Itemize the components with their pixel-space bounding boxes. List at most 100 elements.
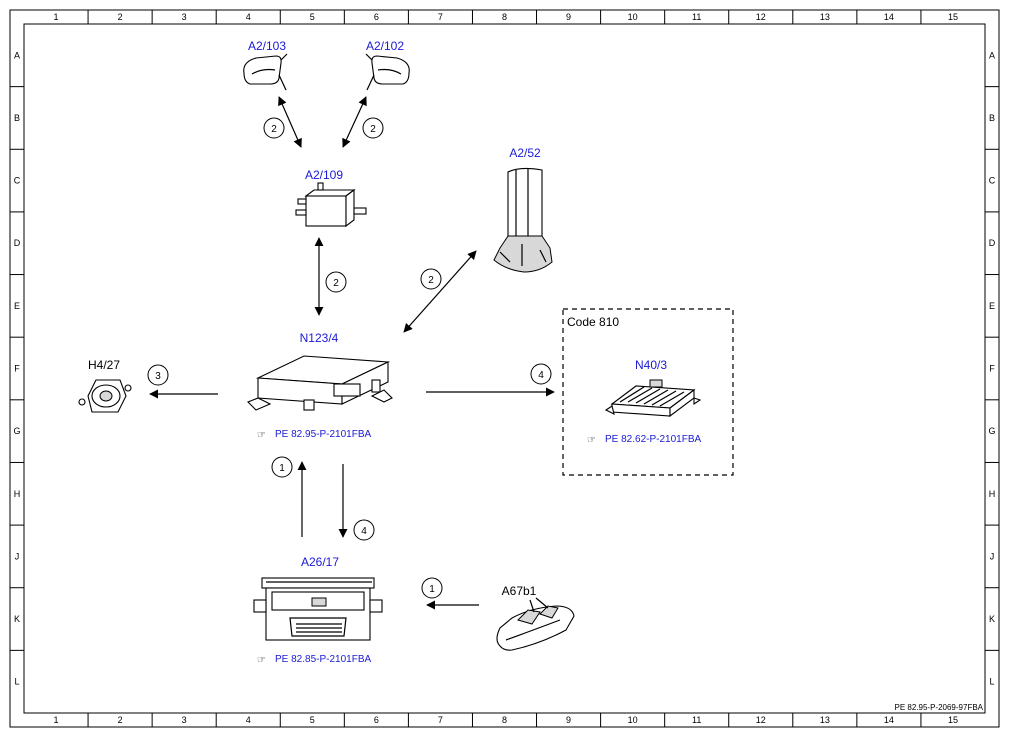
grid-column-label-top: 8 [502,12,507,22]
code-810-box [562,308,734,476]
connection-badge-a26-17-up [271,456,293,478]
grid-row-label-right: J [990,551,995,561]
label-a67b1: A67b1 [502,584,537,598]
grid-row-label-right: E [989,301,995,311]
antenna-amplifier-part [295,182,367,228]
connection-number-a2-52: 2 [428,275,434,286]
grid-row-label-left: A [14,50,20,60]
connection-number-n40-3: 4 [538,370,544,381]
label-a2-109: A2/109 [305,168,343,182]
connector-mirror-right [342,96,367,148]
grid-row-label-right: L [989,677,994,687]
connection-number-h4-27: 3 [155,371,161,382]
mirror-left-part [243,53,288,91]
sound-amplifier-part [604,379,702,418]
connection-number-a26-17-down: 4 [361,526,367,537]
grid-column-label-bottom: 6 [374,715,379,725]
grid-row-label-right: K [989,614,995,624]
grid-column-label-bottom: 1 [54,715,59,725]
connection-number-mirror-right: 2 [370,124,376,135]
grid-row-label-left: L [14,677,19,687]
grid-labels: 1122334455667788991010111112121313141415… [13,12,995,725]
grid-row-label-left: C [14,176,21,186]
grid-row-label-right: A [989,50,995,60]
label-h4-27: H4/27 [88,358,120,372]
reference-hand-icon-a26-17: ☞ [257,655,266,666]
connection-badge-h4-27 [147,364,169,386]
grid-column-label-bottom: 7 [438,715,443,725]
grid-row-label-right: C [989,176,996,186]
grid-column-label-bottom: 4 [246,715,251,725]
connection-badge-a67b1 [421,577,443,599]
grid-column-label-top: 3 [182,12,187,22]
grid-column-label-bottom: 14 [884,715,894,725]
grid-row-label-right: H [989,489,996,499]
grid-column-label-top: 10 [628,12,638,22]
grid-column-label-bottom: 12 [756,715,766,725]
grid-row-label-left: K [14,614,20,624]
reference-n40-3: PE 82.62-P-2101FBA [605,434,701,445]
grid-row-label-left: D [14,238,21,248]
grid-column-label-top: 9 [566,12,571,22]
label-a2-102: A2/102 [366,39,404,53]
label-a2-103: A2/103 [248,39,286,53]
grid-row-label-right: B [989,113,995,123]
grid-column-label-bottom: 3 [182,715,187,725]
grid-column-label-bottom: 11 [692,715,701,725]
reference-hand-icon-n123-4: ☞ [257,430,266,441]
grid-ticks [10,10,999,727]
code-810-label: Code 810 [567,315,619,329]
grid-column-label-top: 1 [54,12,59,22]
grid-row-label-right: D [989,238,996,248]
grid-column-label-top: 11 [692,12,701,22]
grid-row-label-right: G [988,426,995,436]
control-unit-part [247,355,393,411]
connector-mirror-left [278,96,302,148]
connection-badge-mirror-left [263,117,285,139]
grid-column-label-bottom: 2 [118,715,123,725]
grid-row-label-left: G [13,426,20,436]
grid-column-label-top: 4 [246,12,251,22]
connection-badge-a2-52 [420,268,442,290]
emergency-call-unit-part [253,577,383,641]
grid-column-label-bottom: 13 [820,715,830,725]
grid-column-label-top: 15 [948,12,958,22]
grid-row-label-left: F [14,364,20,374]
antenna-part [493,167,553,273]
grid-column-label-bottom: 5 [310,715,315,725]
connection-badge-mirror-right [362,117,384,139]
label-a2-52: A2/52 [509,146,541,160]
grid-row-label-left: H [14,489,21,499]
connector-a2-52 [403,250,477,333]
grid-row-label-left: B [14,113,20,123]
grid-column-label-top: 12 [756,12,766,22]
grid-column-label-bottom: 8 [502,715,507,725]
reference-hand-icon-n40-3: ☞ [587,435,596,446]
speaker-part [78,379,132,413]
document-id: PE 82.95-P-2069-97FBA [895,703,984,712]
grid-column-label-bottom: 15 [948,715,958,725]
connection-number-a2-109: 2 [333,278,339,289]
connection-number-mirror-left: 2 [271,124,277,135]
connection-number-a26-17-up: 1 [279,463,285,474]
reference-a26-17: PE 82.85-P-2101FBA [275,654,371,665]
grid-column-label-top: 5 [310,12,315,22]
grid-column-label-top: 6 [374,12,379,22]
connection-badge-a2-109 [325,271,347,293]
grid-column-label-bottom: 10 [628,715,638,725]
grid-column-label-top: 2 [118,12,123,22]
connection-number-a67b1: 1 [429,584,435,595]
mirror-right-part [365,53,410,91]
grid-row-label-left: E [14,301,20,311]
reference-n123-4: PE 82.95-P-2101FBA [275,429,371,440]
microphone-part [496,597,575,651]
grid-column-label-top: 14 [884,12,894,22]
label-a26-17: A26/17 [301,555,339,569]
label-n123-4: N123/4 [300,331,339,345]
grid-column-label-top: 7 [438,12,443,22]
grid-row-label-left: J [15,551,20,561]
label-n40-3: N40/3 [635,358,667,372]
grid-column-label-bottom: 9 [566,715,571,725]
connection-badge-a26-17-down [353,519,375,541]
